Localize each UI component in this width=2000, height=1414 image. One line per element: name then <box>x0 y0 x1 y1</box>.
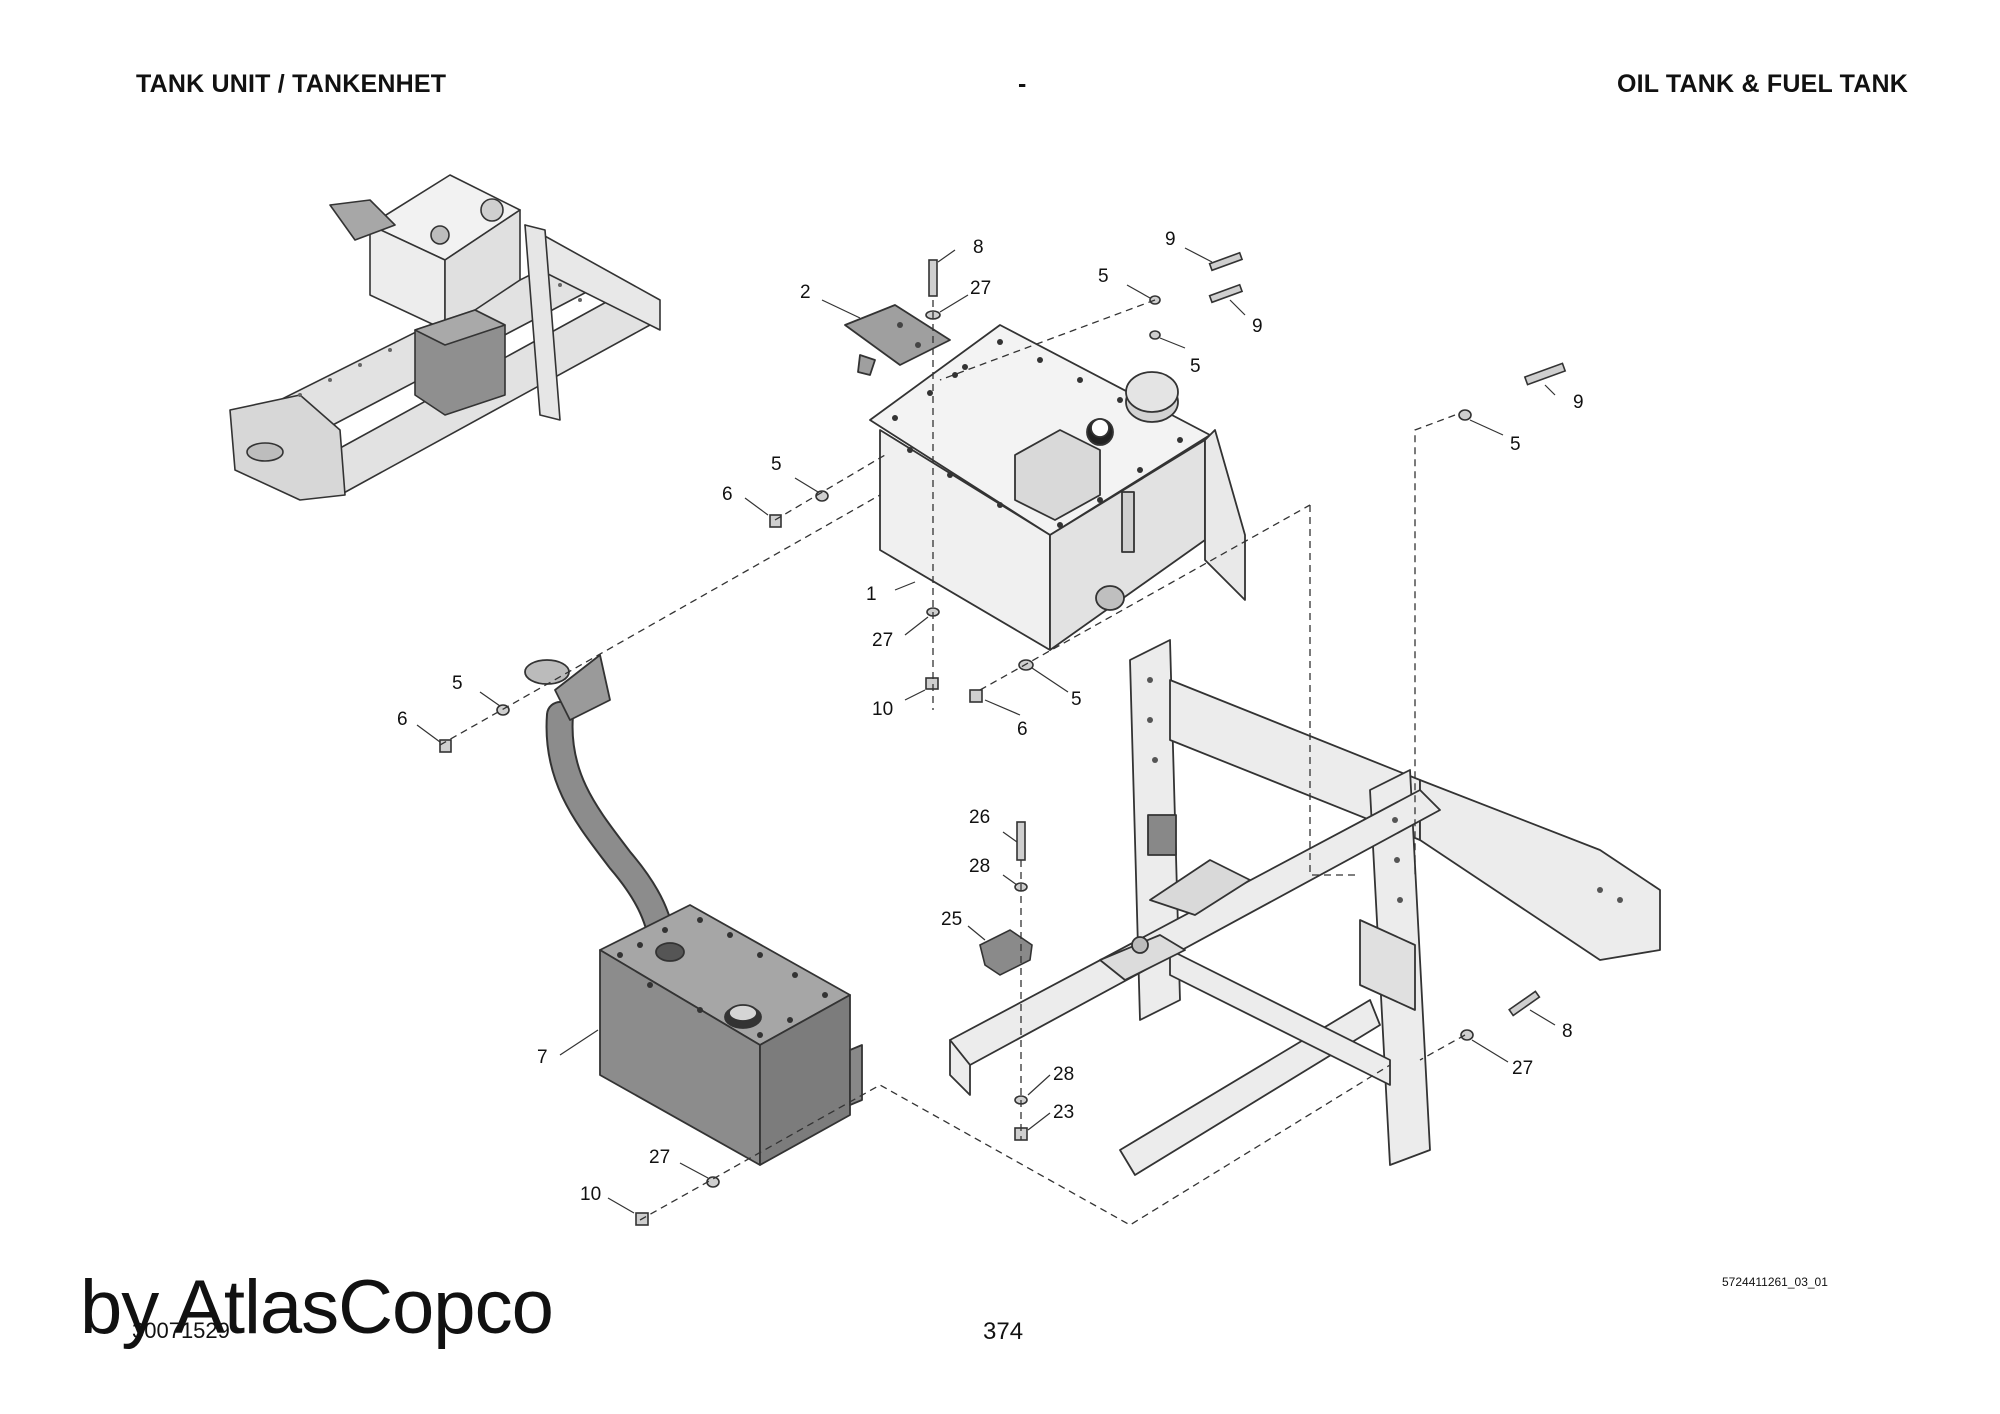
fastener-hardware <box>439 251 1567 1226</box>
callout-leaders <box>416 247 1556 1214</box>
page-number: 374 <box>983 1318 1024 1345</box>
callout-label: 5 <box>1098 266 1109 287</box>
callout-label: 10 <box>580 1184 601 1205</box>
brand-watermark: by AtlasCopco <box>80 1265 554 1350</box>
callout-label: 25 <box>941 909 962 930</box>
callout-label: 5 <box>452 673 463 694</box>
bolt-icon <box>1508 990 1541 1017</box>
callout-label: 9 <box>1165 229 1176 250</box>
bolt-icon <box>1208 283 1244 304</box>
callout-label: 27 <box>1512 1058 1533 1079</box>
bracket-icon <box>979 929 1033 976</box>
washer-icon <box>1018 659 1034 671</box>
header-separator: - <box>1018 70 1027 98</box>
callout-label: 10 <box>872 699 893 720</box>
header-section-title: TANK UNIT / TANKENHET <box>136 70 447 98</box>
bolt-icon <box>928 259 938 297</box>
mounting-plate-part-2 <box>844 304 951 376</box>
oil-tank-part-1 <box>869 324 1246 651</box>
machine-frame <box>949 639 1661 1176</box>
callout-label: 6 <box>397 709 408 730</box>
nut-icon <box>769 514 782 528</box>
nut-icon <box>925 677 939 690</box>
callout-label: 5 <box>771 454 782 475</box>
callout-label: 9 <box>1573 392 1584 413</box>
callout-label: 28 <box>969 856 990 877</box>
callout-label: 23 <box>1053 1102 1074 1123</box>
fuel-tank-part-7 <box>524 654 863 1166</box>
callout-label: 8 <box>973 237 984 258</box>
nut-icon <box>439 739 452 753</box>
header-page-title: OIL TANK & FUEL TANK <box>1616 70 1908 98</box>
callout-label: 7 <box>537 1047 548 1068</box>
callout-label: 27 <box>649 1147 670 1168</box>
bolt-icon <box>1208 251 1244 272</box>
document-id: 30071529 <box>132 1318 230 1343</box>
nut-icon <box>969 689 983 703</box>
callout-label: 6 <box>1017 719 1028 740</box>
callout-label: 5 <box>1510 434 1521 455</box>
washer-icon <box>1149 330 1161 340</box>
callout-label: 9 <box>1252 316 1263 337</box>
callout-label: 27 <box>970 278 991 299</box>
callout-label: 5 <box>1071 689 1082 710</box>
washer-icon <box>1458 409 1472 421</box>
callout-label: 26 <box>969 807 990 828</box>
assembly-lines <box>439 299 1466 1226</box>
callout-label: 6 <box>722 484 733 505</box>
callout-label: 1 <box>866 584 877 605</box>
drawing-code: 5724411261_03_01 <box>1722 1275 1828 1289</box>
callout-label: 2 <box>800 282 811 303</box>
callout-label: 5 <box>1190 356 1201 377</box>
callout-labels: 8 9 5 2 27 9 5 9 5 5 6 1 27 5 6 10 6 5 2… <box>397 229 1584 1205</box>
callout-label: 8 <box>1562 1021 1573 1042</box>
assembly-overview-illustration <box>229 174 661 501</box>
callout-label: 28 <box>1053 1064 1074 1085</box>
bolt-icon <box>1523 362 1567 386</box>
callout-label: 27 <box>872 630 893 651</box>
washer-icon <box>1460 1029 1474 1041</box>
bolt-icon <box>1016 821 1026 861</box>
